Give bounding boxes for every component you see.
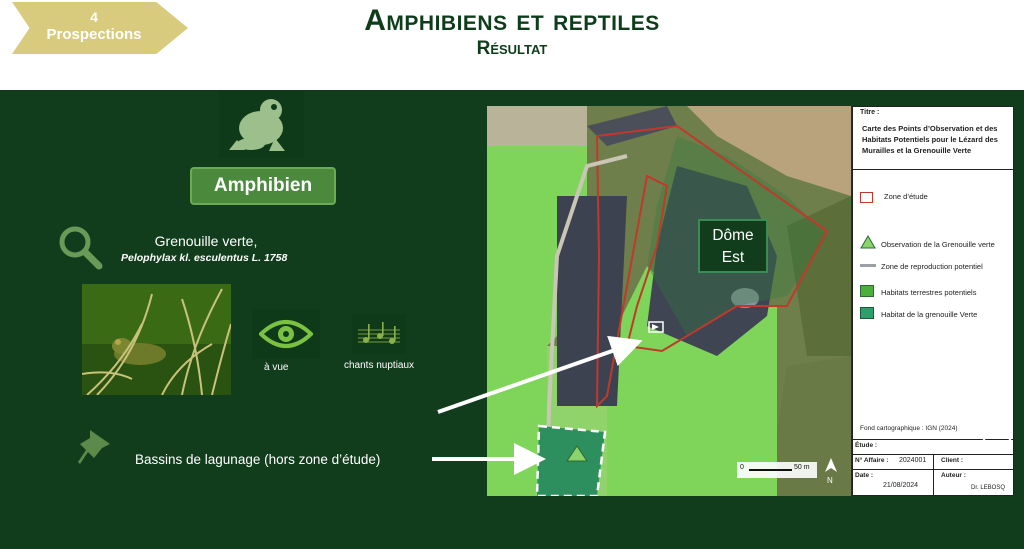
music-notes-icon — [358, 322, 400, 344]
music-icon-box — [352, 314, 406, 354]
site-map: Dôme Est 0 50 m N — [487, 106, 851, 496]
company-logo — [981, 416, 1013, 448]
site-label-line2: Est — [721, 249, 745, 266]
frog-photo — [82, 284, 231, 395]
legend-swatch-terrestrial — [860, 285, 874, 297]
legend-title-label: Titre : — [860, 109, 880, 116]
affaire-label: N° Affaire : — [855, 457, 889, 464]
page-subtitle: Résultat — [476, 38, 548, 59]
auteur-label: Auteur : — [941, 472, 966, 479]
legend-item-observation: Observation de la Grenouille verte — [881, 240, 995, 249]
arrow-to-observation — [437, 335, 643, 414]
map-legend: Titre : Carte des Points d’Observation e… — [852, 106, 1014, 496]
legend-swatch-observation — [860, 235, 876, 249]
affaire-value: 2024001 — [899, 457, 927, 464]
site-label: Dôme Est — [698, 219, 768, 273]
client-label: Client : — [941, 457, 964, 464]
date-value: 21/08/2024 — [883, 482, 919, 489]
eye-icon — [259, 320, 313, 348]
legend-item-zone: Zone d’étude — [884, 192, 928, 201]
legend-title-text: Carte des Points d’Observation et des Ha… — [862, 124, 998, 155]
legend-item-reproduction: Zone de reproduction potentiel — [881, 262, 983, 271]
eye-icon-box — [252, 309, 320, 359]
step-label: Prospections — [46, 26, 142, 43]
content-panel: Amphibien Grenouille verte, Pelophylax k… — [0, 90, 1024, 549]
pushpin-icon — [78, 430, 110, 464]
legend-cell-divider — [933, 454, 934, 496]
scale-start: 0 — [740, 464, 744, 471]
legend-divider — [853, 469, 1013, 470]
legend-divider — [853, 439, 1013, 440]
location-note: Bassins de lagunage (hors zone d’étude) — [135, 452, 381, 467]
legend-divider — [853, 169, 1013, 170]
pointer-arrows — [432, 335, 643, 475]
frog-icon — [229, 99, 285, 151]
frog-icon-box — [219, 90, 304, 158]
species-latin-name: Pelophylax kl. esculentus L. 1758 — [121, 252, 288, 264]
legend-swatch-zone — [860, 192, 873, 203]
search-icon — [59, 226, 103, 270]
auteur-value: Dr. LEBOSQ — [971, 485, 1006, 491]
step-chevron: 4 Prospections — [12, 2, 188, 54]
map-source: Fond cartographique : IGN (2024) — [860, 425, 958, 432]
etude-label: Étude : — [855, 442, 878, 449]
mode-song-label: chants nuptiaux — [344, 360, 415, 371]
date-label: Date : — [855, 472, 874, 479]
legend-swatch-reproduction — [860, 264, 876, 267]
legend-swatch-frog-habitat — [860, 307, 874, 319]
site-label-line1: Dôme — [712, 227, 754, 244]
legend-item-terrestrial: Habitats terrestres potentiels — [881, 288, 977, 297]
step-number: 4 — [90, 9, 98, 25]
legend-item-frog-habitat: Habitat de la grenouille Verte — [881, 310, 978, 319]
category-badge: Amphibien — [190, 167, 336, 205]
scale-end: 50 m — [794, 464, 810, 471]
observation-marker — [648, 321, 664, 333]
page-title: Amphibiens et reptiles — [364, 4, 660, 37]
north-label: N — [827, 476, 833, 485]
species-common-name: Grenouille verte, — [154, 233, 258, 249]
mode-visual-label: à vue — [264, 362, 289, 373]
